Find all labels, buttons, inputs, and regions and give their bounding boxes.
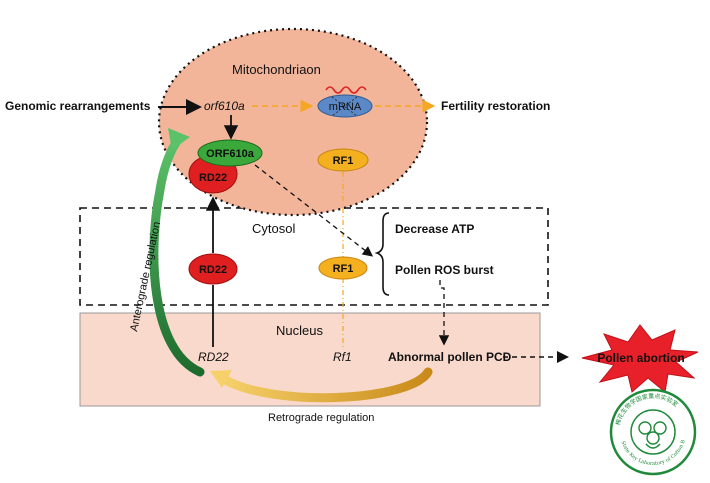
rf1-cytosol-label: RF1: [333, 263, 354, 275]
complex-to-effects-arrow: [254, 164, 374, 257]
logo-inner-ring: [630, 409, 676, 455]
orf610a-protein: [197, 139, 263, 167]
cytosol-label: Cytosol: [252, 221, 295, 236]
rf1-gene-label: Rf1: [333, 350, 352, 364]
nucleus-compartment: [79, 312, 541, 407]
abnormal-pollen-pcd-label: Abnormal pollen PCD: [388, 350, 512, 364]
retrograde-regulation-label: Retrograde regulation: [268, 412, 374, 424]
cotton-leaf-icon: [645, 443, 661, 449]
mrna-label: mRNA: [329, 101, 362, 113]
mrna-wave-icon: [325, 86, 367, 94]
ros-to-pcd-arrow: [438, 280, 450, 346]
anterograde-arrow: [149, 135, 205, 377]
nucleus-label: Nucleus: [276, 323, 323, 338]
rd22-cytosol-label: RD22: [199, 264, 227, 276]
rf1-mito-label: RF1: [333, 155, 354, 167]
anterograde-arrowhead: [168, 128, 190, 150]
retrograde-arrowhead: [210, 370, 232, 388]
effects-brace: [374, 212, 390, 296]
cotton-boll-icon: [653, 421, 667, 435]
rf1-protein-cytosol: [318, 256, 368, 280]
orf610a-protein-label: ORF610a: [206, 148, 255, 160]
retrograde-arrow: [217, 367, 433, 403]
pollen-ros-burst-label: Pollen ROS burst: [395, 263, 494, 277]
starburst-shape: [581, 324, 699, 393]
genomic-rearrangements-label: Genomic rearrangements: [5, 99, 151, 113]
decrease-atp-label: Decrease ATP: [395, 222, 474, 236]
cotton-boll-icon: [646, 431, 660, 445]
mrna-ellipse: [317, 94, 373, 118]
mrna-cleavage-mark: [331, 96, 358, 117]
mitochondrion-label: Mitochondriaon: [232, 62, 321, 77]
mrna-cleavage-mark: [331, 96, 358, 117]
rd22-protein-cytosol: [188, 253, 238, 285]
pollen-abortion-label: Pollen abortion: [597, 351, 684, 365]
orf610a-gene-label: orf610a: [204, 99, 245, 113]
fertility-restoration-label: Fertility restoration: [441, 99, 550, 113]
cotton-boll-icon: [638, 421, 652, 435]
rd22-gene-label: RD22: [198, 350, 229, 364]
mrna-node: mRNA: [317, 86, 373, 118]
rf1-protein-mito: [317, 148, 369, 172]
rd22-mito-label: RD22: [199, 172, 227, 184]
pollen-abortion-starburst: Pollen abortion: [581, 324, 699, 393]
